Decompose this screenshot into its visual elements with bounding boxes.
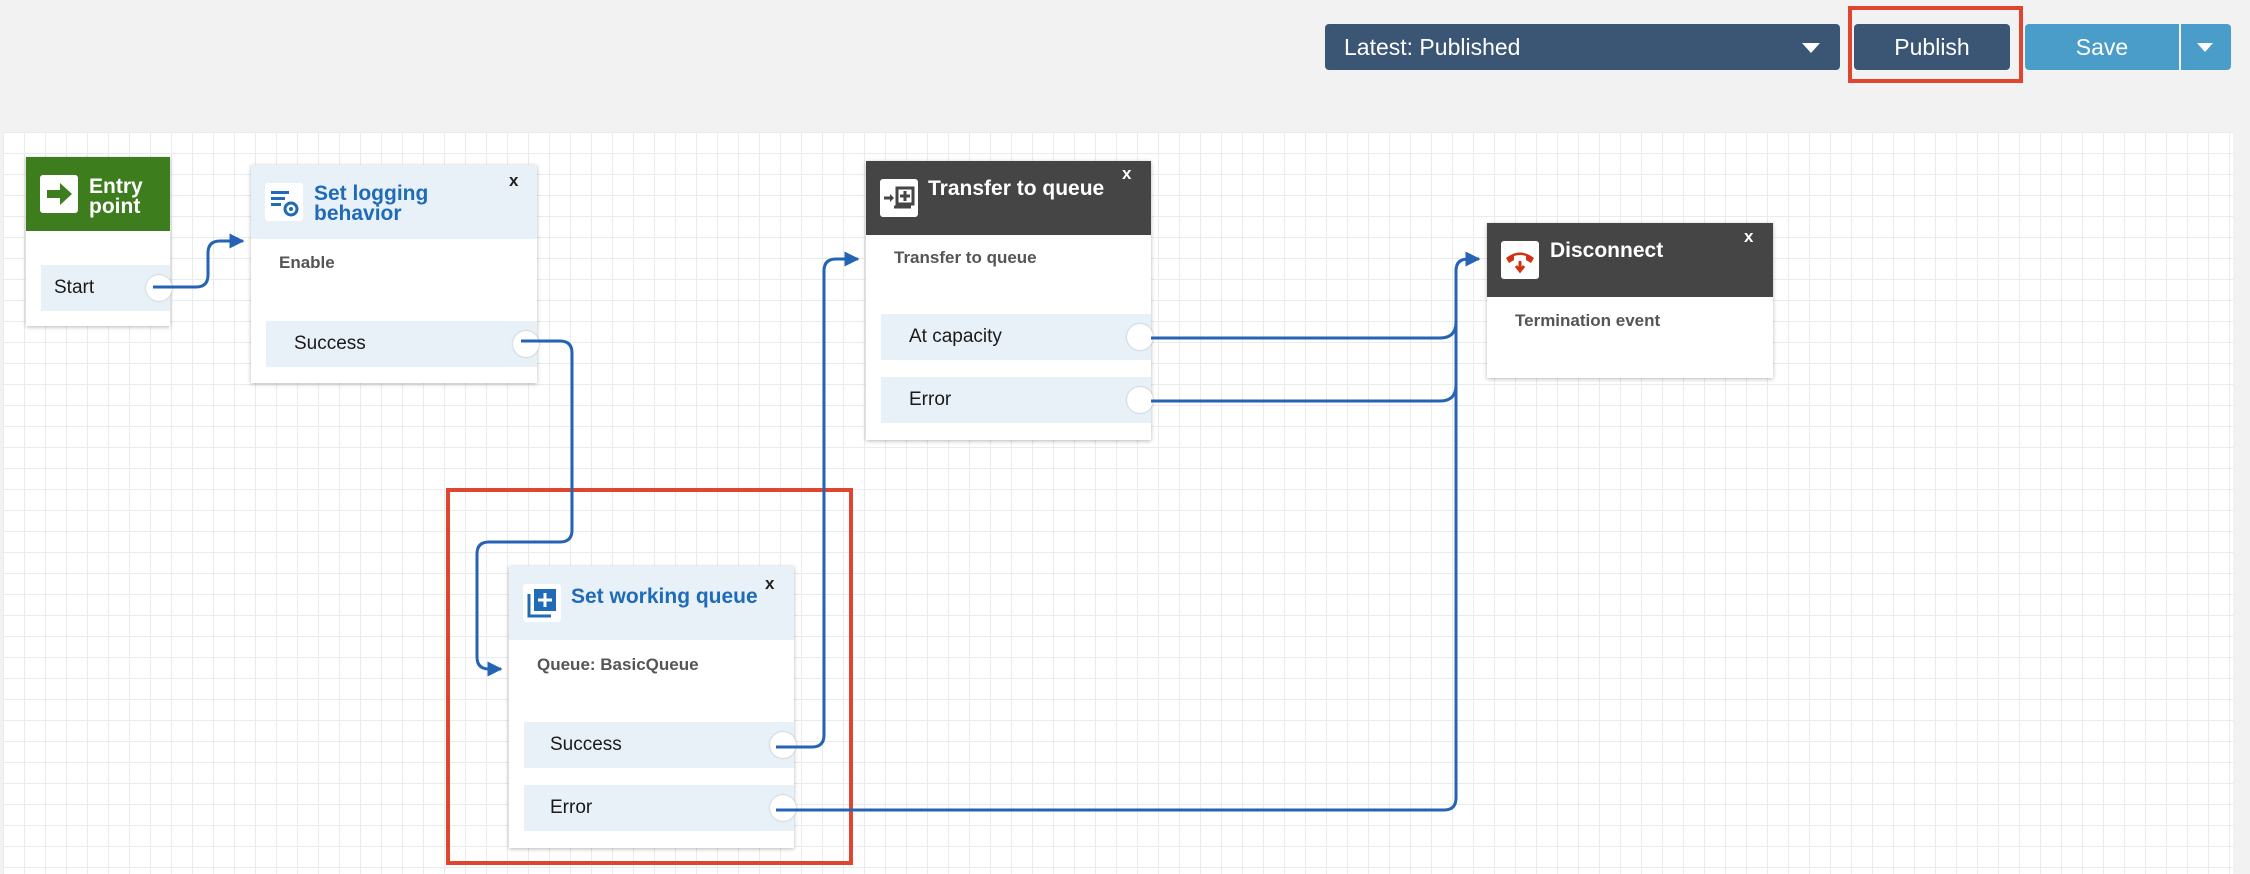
logging-param: Enable <box>279 253 335 272</box>
branch-label: Error <box>909 389 952 410</box>
set-logging-header: Set logging behavior x <box>251 165 537 239</box>
branch-label: At capacity <box>909 326 1002 347</box>
disconnect-header: Disconnect x <box>1487 223 1773 297</box>
set-logging-title-line2: behavior <box>314 202 402 225</box>
version-select-label: Latest: Published <box>1344 34 1521 60</box>
branch-start[interactable]: Start <box>41 265 172 311</box>
set-logging-behavior-block[interactable]: Set logging behavior x Enable Success <box>251 165 539 383</box>
log-settings-icon <box>265 183 303 221</box>
output-port[interactable] <box>1127 324 1153 350</box>
branch-label: Error <box>550 797 593 818</box>
entry-point-block[interactable]: Entry point Start <box>26 157 172 326</box>
publish-button[interactable]: Publish <box>1854 24 2010 70</box>
transfer-to-queue-header: Transfer to queue x <box>866 161 1151 235</box>
set-logging-title-line1: Set logging <box>314 182 429 205</box>
branch-label: Start <box>54 277 95 298</box>
transfer-to-queue-title: Transfer to queue <box>928 177 1105 200</box>
transfer-param: Transfer to queue <box>894 248 1037 267</box>
branch-success[interactable]: Success <box>266 321 539 367</box>
set-working-queue-highlight <box>446 488 853 865</box>
disconnect-title: Disconnect <box>1550 239 1664 262</box>
output-port[interactable] <box>1127 387 1153 413</box>
branch-label: Success <box>550 734 622 755</box>
branch-error[interactable]: Error <box>881 377 1153 423</box>
version-select[interactable]: Latest: Published <box>1325 24 1840 70</box>
working-queue-param: Queue: BasicQueue <box>537 655 699 674</box>
transfer-queue-icon <box>880 179 918 217</box>
chevron-down-icon <box>2197 43 2213 52</box>
save-button[interactable]: Save <box>2025 24 2179 70</box>
entry-point-title-line2: point <box>89 195 141 218</box>
entry-point-header: Entry point <box>26 157 170 231</box>
close-icon[interactable]: x <box>509 171 519 190</box>
branch-error[interactable]: Error <box>524 785 796 831</box>
arrow-right-icon <box>40 175 78 213</box>
output-port[interactable] <box>513 331 539 357</box>
toolbar: Latest: Published Publish Save <box>0 0 2250 132</box>
close-icon[interactable]: x <box>1122 164 1132 183</box>
branch-at-capacity[interactable]: At capacity <box>881 314 1153 360</box>
branch-label: Success <box>294 333 366 354</box>
close-icon[interactable]: x <box>1744 227 1754 246</box>
disconnect-phone-icon <box>1501 241 1539 279</box>
disconnect-block[interactable]: Disconnect x Termination event <box>1487 223 1773 378</box>
entry-point-title-line1: Entry <box>89 175 143 198</box>
transfer-to-queue-block[interactable]: Transfer to queue x Transfer to queue At… <box>866 161 1153 440</box>
close-icon[interactable]: x <box>765 574 775 593</box>
chevron-down-icon <box>1802 43 1820 53</box>
set-working-queue-title: Set working queue <box>571 585 758 608</box>
publish-highlight <box>1848 6 2023 83</box>
output-port[interactable] <box>146 275 172 301</box>
save-options-dropdown[interactable] <box>2181 24 2231 70</box>
disconnect-param: Termination event <box>1515 311 1661 330</box>
